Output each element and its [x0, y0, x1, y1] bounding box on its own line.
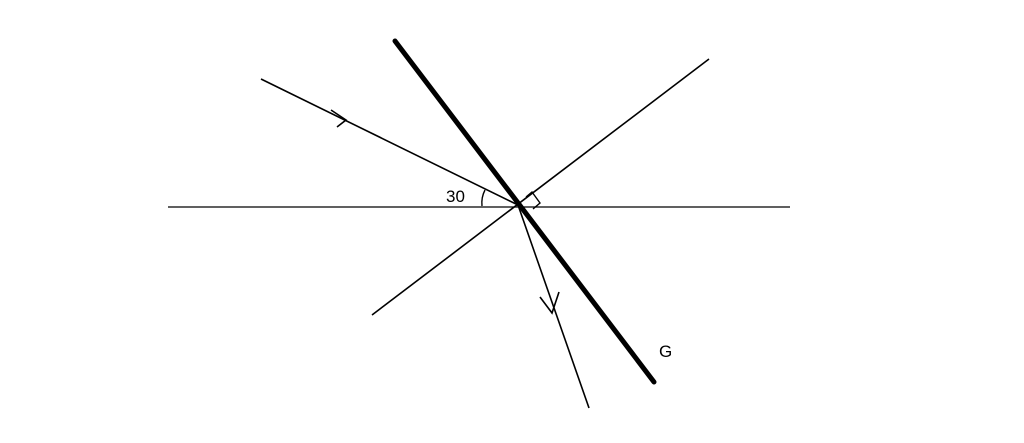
outgoing-arrow-icon: [539, 291, 560, 315]
incident-arrow-icon: [330, 109, 348, 128]
mirror-label: G: [659, 342, 672, 361]
normal-line: [371, 58, 710, 316]
incident-ray: [260, 78, 519, 206]
mirror-line: [392, 38, 657, 385]
angle-label: 30: [446, 187, 465, 206]
angle-arc: [481, 189, 486, 207]
right-angle-marker: [525, 190, 541, 210]
